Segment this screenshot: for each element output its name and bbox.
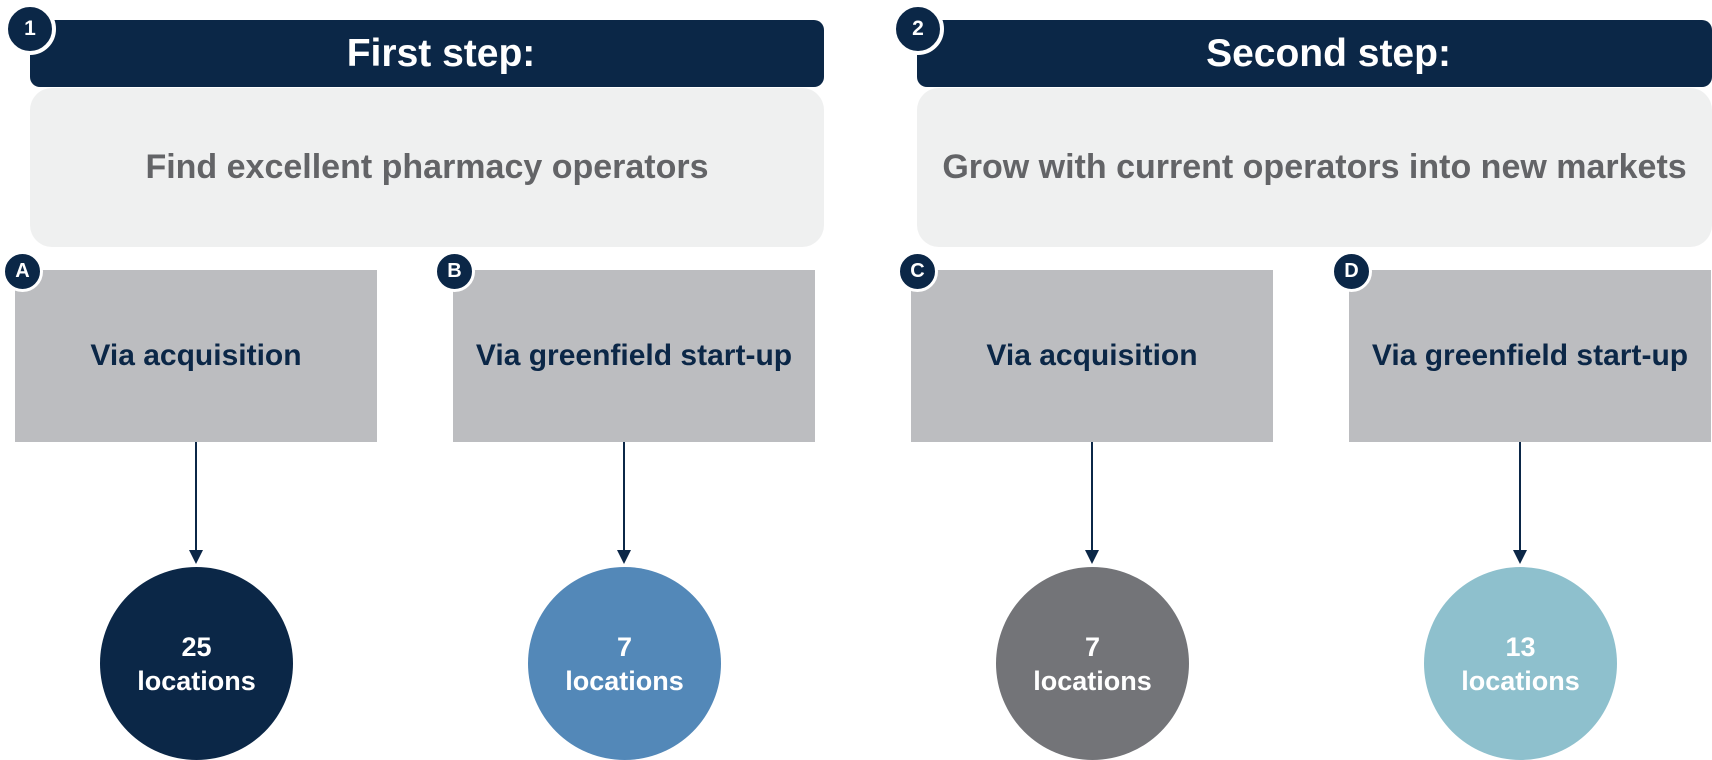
path-b-count: 7 bbox=[616, 631, 633, 662]
step-1-number-badge: 1 bbox=[4, 3, 56, 55]
path-b-arrow bbox=[617, 442, 631, 564]
path-c-result-circle: 7 locations bbox=[996, 567, 1189, 760]
path-d-label: Via greenfield start-up bbox=[1371, 339, 1689, 372]
path-c-letter-badge: C bbox=[897, 251, 938, 292]
step-2-title: Second step: bbox=[1206, 31, 1451, 75]
step-1-description-box: Find excellent pharmacy operators bbox=[30, 88, 824, 247]
arrow-head-icon bbox=[617, 550, 631, 564]
path-a-label: Via acquisition bbox=[90, 339, 302, 372]
step-2-number: 2 bbox=[912, 17, 924, 40]
path-b-letter: B bbox=[447, 260, 462, 282]
path-d-arrow bbox=[1513, 442, 1527, 564]
step-1-title: First step: bbox=[346, 31, 536, 75]
path-a-result-circle: 25 locations bbox=[100, 567, 293, 760]
arrow-head-icon bbox=[189, 550, 203, 564]
path-c-letter: C bbox=[910, 260, 925, 282]
step-1-number: 1 bbox=[24, 17, 36, 40]
path-c-arrow bbox=[1085, 442, 1099, 564]
arrow-head-icon bbox=[1085, 550, 1099, 564]
path-a-box: Via acquisition bbox=[15, 270, 377, 442]
path-c-unit: locations bbox=[1033, 665, 1152, 696]
step-2-number-badge: 2 bbox=[892, 3, 944, 55]
path-d-result-circle: 13 locations bbox=[1424, 567, 1617, 760]
step-2-description: Grow with current operators into new mar… bbox=[942, 148, 1687, 186]
path-c-label: Via acquisition bbox=[986, 339, 1198, 372]
path-a-count: 25 bbox=[181, 631, 212, 662]
path-d-letter-badge: D bbox=[1331, 251, 1372, 292]
path-d-box: Via greenfield start-up bbox=[1349, 270, 1711, 442]
path-b-unit: locations bbox=[565, 665, 684, 696]
path-a-letter-badge: A bbox=[2, 251, 43, 292]
path-a-letter: A bbox=[15, 260, 30, 282]
path-d-count: 13 bbox=[1505, 631, 1536, 662]
path-d-letter: D bbox=[1344, 260, 1359, 282]
path-c-count: 7 bbox=[1084, 631, 1101, 662]
path-a-unit: locations bbox=[137, 665, 256, 696]
arrow-head-icon bbox=[1513, 550, 1527, 564]
step-1-header: First step: bbox=[30, 20, 824, 87]
path-c-box: Via acquisition bbox=[911, 270, 1273, 442]
path-b-result-circle: 7 locations bbox=[528, 567, 721, 760]
path-a-arrow bbox=[189, 442, 203, 564]
step-2-header: Second step: bbox=[917, 20, 1712, 87]
step-2-description-box: Grow with current operators into new mar… bbox=[917, 88, 1712, 247]
path-b-letter-badge: B bbox=[434, 251, 475, 292]
step-1-description: Find excellent pharmacy operators bbox=[145, 148, 709, 186]
path-d-unit: locations bbox=[1461, 665, 1580, 696]
path-b-label: Via greenfield start-up bbox=[475, 339, 793, 372]
path-b-box: Via greenfield start-up bbox=[453, 270, 815, 442]
